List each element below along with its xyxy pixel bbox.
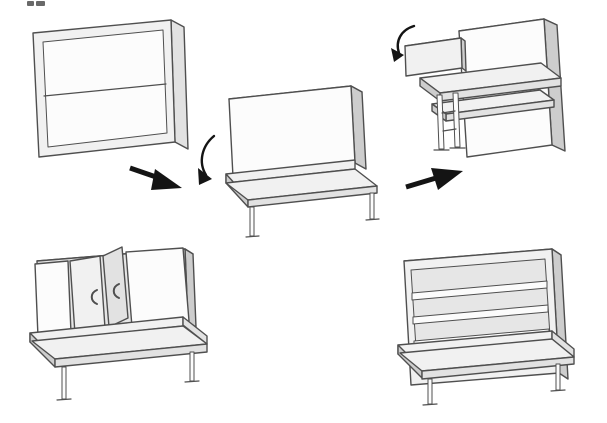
- rotation-arc: [200, 134, 216, 177]
- desk-front-edge: [54, 343, 208, 368]
- desk-left-leg: [427, 378, 433, 405]
- cabinet-inner-panel: [42, 29, 168, 148]
- desk-right-leg: [369, 192, 375, 220]
- arrow-step2-step3: [405, 168, 463, 190]
- arrow-shaft: [405, 175, 437, 190]
- door-4: [125, 247, 190, 328]
- desk-right-leg: [189, 351, 195, 382]
- arrow-step1-step2: [129, 165, 182, 190]
- ladder-leg-front: [436, 94, 445, 150]
- desk-front-edge: [247, 185, 378, 208]
- door-3-handle-icon: [112, 283, 120, 299]
- rotation-arrow-step2: [198, 134, 216, 185]
- rotation-arrow-head: [391, 48, 404, 62]
- right-foot: [365, 218, 380, 221]
- door-2: [69, 255, 106, 335]
- left-foot: [245, 235, 260, 238]
- desk-right-leg: [555, 363, 561, 391]
- shelf-flap-face: [404, 37, 463, 77]
- rotation-arrow-head: [198, 168, 212, 185]
- step-2-folding-desk: [198, 85, 380, 238]
- arrow-head: [431, 168, 463, 190]
- desk-left-leg: [61, 366, 67, 400]
- desk-front-edge: [421, 356, 575, 380]
- left-foot: [56, 398, 72, 401]
- panel-seam-line: [43, 83, 167, 97]
- shelf-board-2: [412, 304, 549, 325]
- ladder-rung-upper: [441, 110, 456, 114]
- shelf-board-1: [411, 280, 548, 301]
- rotation-arc: [396, 24, 416, 55]
- door-1: [34, 260, 72, 338]
- door-2-handle-icon: [90, 289, 98, 305]
- left-foot: [422, 403, 438, 406]
- desk-left-leg: [249, 206, 255, 237]
- rotation-arrow-step3: [391, 24, 416, 62]
- right-foot: [184, 380, 200, 383]
- step-4-doors-open-desk: [29, 246, 208, 401]
- arrow-head: [151, 169, 182, 190]
- corner-mark: [27, 1, 45, 6]
- ladder-rung-lower: [442, 128, 457, 132]
- right-foot: [550, 389, 566, 392]
- step-1-closed-cabinet: [32, 19, 189, 158]
- step-5-shelves-desk: [397, 248, 575, 406]
- step-3-open-desk-shelf: [391, 18, 566, 158]
